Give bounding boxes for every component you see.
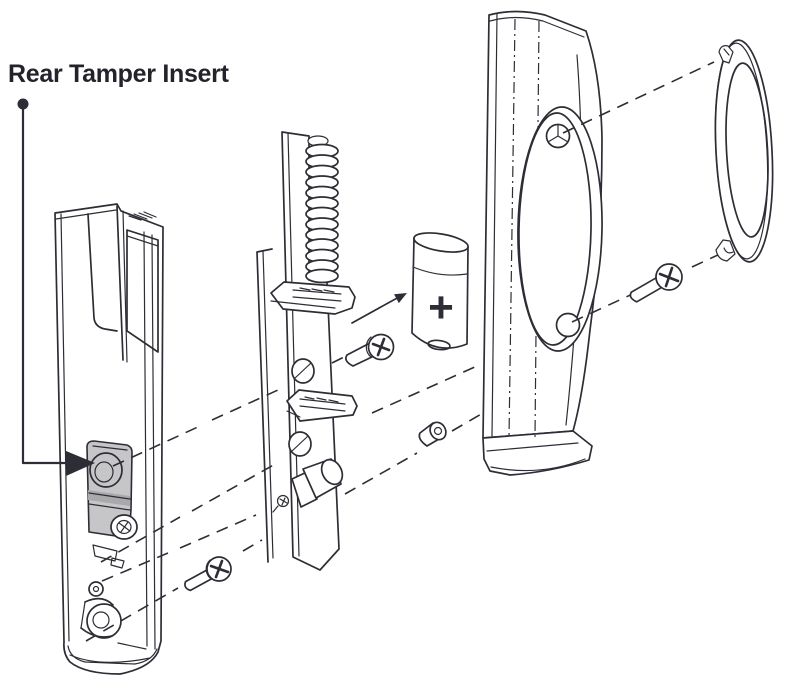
tiny-screw: [272, 494, 290, 513]
battery-clip-top: [270, 281, 356, 315]
battery: +: [411, 232, 469, 351]
battery-arrow: [351, 293, 407, 324]
cylinder-component: [291, 458, 344, 508]
battery-clip-bottom: [286, 389, 358, 422]
cover-screw-hole-bottom: [555, 312, 581, 338]
front-cover: [482, 10, 603, 476]
lens-tab-top: [718, 45, 734, 64]
spacer-bushing: [418, 421, 447, 447]
mounting-screw-bottom: [184, 556, 232, 592]
battery-polarity-symbol: +: [428, 283, 454, 332]
leader-arrow: [17, 98, 95, 476]
mounting-screw-right: [629, 263, 683, 303]
screw-boss: [110, 514, 138, 540]
coil-spring: [305, 135, 339, 284]
back-plate: [54, 203, 164, 675]
assembly-axis-lines: [85, 356, 498, 642]
diagram-label: Rear Tamper Insert: [8, 60, 230, 88]
cover-base: [482, 430, 593, 476]
lens-tab-bottom: [715, 239, 736, 262]
lens-cover: [714, 39, 774, 263]
rear-tamper-insert: [86, 440, 133, 539]
mounting-hole: [88, 581, 104, 597]
vent-hatch-lines: [128, 211, 157, 221]
mounting-screw-middle: [345, 333, 395, 367]
crease-centerline-left: [508, 18, 516, 439]
assembly-axis-lines-front: [562, 61, 721, 323]
lens-opening: [517, 106, 603, 352]
circuit-board-assembly: [256, 131, 358, 571]
crease-centerline-right: [534, 20, 540, 438]
